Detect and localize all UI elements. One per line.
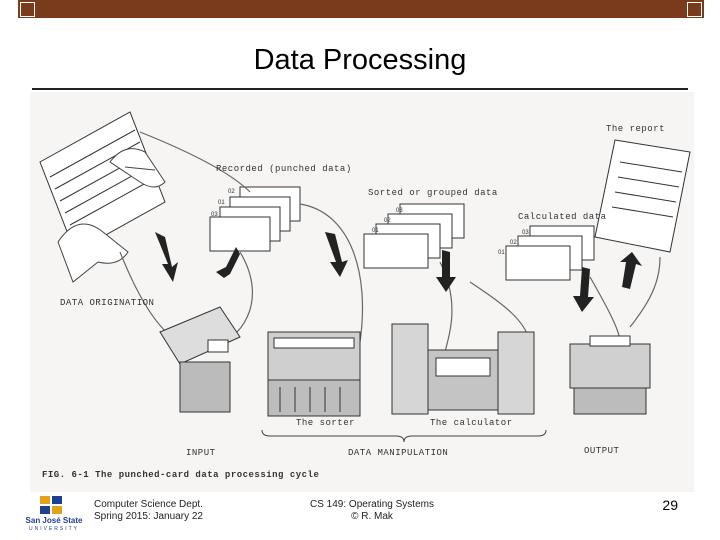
label-sorter: The sorter — [296, 418, 356, 428]
svg-text:02: 02 — [510, 240, 517, 246]
label-output: OUTPUT — [584, 446, 620, 456]
header-square-right — [687, 2, 702, 17]
figure-illustration: 02 01 03 03 02 01 03 02 01 — [39, 111, 691, 443]
footer-left: Computer Science Dept. Spring 2015: Janu… — [94, 499, 203, 523]
header-square-left — [20, 2, 35, 17]
svg-text:01: 01 — [218, 200, 225, 206]
university-logo: San José State UNIVERSITY — [24, 494, 84, 536]
sjsu-logo-icon — [40, 496, 62, 514]
report-sheet — [594, 139, 691, 253]
hand-left — [57, 223, 129, 283]
footer-dept: Computer Science Dept. — [94, 499, 203, 510]
title-divider — [32, 88, 688, 90]
footer-course: CS 149: Operating Systems — [310, 499, 434, 510]
logo-name: San José State — [25, 516, 83, 525]
page-number: 29 — [662, 497, 678, 513]
svg-text:02: 02 — [228, 189, 235, 195]
manipulation-bracket — [261, 429, 547, 443]
calculator-machine — [391, 323, 535, 415]
figure-caption: FIG. 6-1 The punched-card data processin… — [42, 470, 320, 480]
svg-text:03: 03 — [522, 230, 529, 236]
svg-text:03: 03 — [396, 208, 403, 214]
keypunch-machine — [159, 306, 241, 413]
slide-title: Data Processing — [253, 44, 467, 76]
header-bar — [18, 0, 704, 18]
label-report: The report — [606, 124, 666, 134]
footer-author: © R. Mak — [351, 511, 393, 522]
label-calculator: The calculator — [430, 418, 513, 428]
label-calculated: Calculated data — [518, 212, 607, 222]
label-input: INPUT — [186, 448, 216, 458]
calculated-cards: 03 02 01 — [498, 225, 595, 281]
svg-text:03: 03 — [211, 212, 218, 218]
sorter-machine — [267, 331, 361, 417]
logo-sub: UNIVERSITY — [28, 526, 79, 532]
footer-term: Spring 2015: January 22 — [94, 511, 203, 522]
flow-arrows — [155, 232, 642, 312]
label-recorded: Recorded (punched data) — [216, 164, 352, 174]
sorted-cards: 03 02 01 — [363, 203, 465, 269]
punched-card-figure: 02 01 03 03 02 01 03 02 01 — [30, 92, 694, 492]
label-data-manipulation: DATA MANIPULATION — [348, 448, 449, 458]
hand-right — [109, 148, 166, 188]
svg-text:01: 01 — [372, 228, 379, 234]
svg-text:01: 01 — [498, 250, 505, 256]
footer-center: CS 149: Operating Systems © R. Mak — [310, 499, 434, 523]
svg-text:02: 02 — [384, 218, 391, 224]
label-sorted: Sorted or grouped data — [368, 188, 498, 198]
label-data-origination: DATA ORIGINATION — [60, 298, 155, 308]
recorded-cards: 02 01 03 — [209, 186, 301, 252]
printer-machine — [569, 335, 651, 415]
